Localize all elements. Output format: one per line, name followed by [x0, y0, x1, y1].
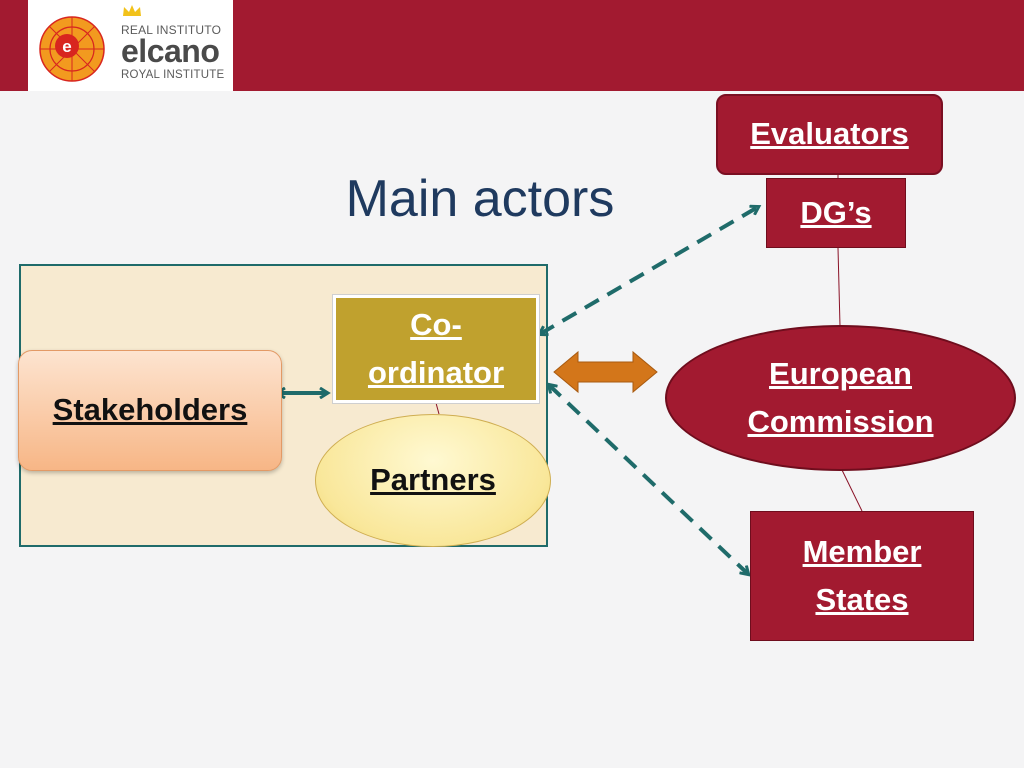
node-member-states-label-1: Member — [802, 534, 922, 569]
svg-text:e: e — [62, 37, 71, 56]
node-coordinator-label-2: ordinator — [367, 355, 505, 390]
logo-line-2: elcano — [121, 33, 220, 69]
connector-commission-member-states — [841, 469, 863, 512]
node-partners-label: Partners — [370, 462, 496, 498]
node-partners: Partners — [315, 414, 551, 547]
node-evaluators: Evaluators — [716, 94, 943, 175]
node-dgs: DG’s — [766, 178, 906, 248]
node-member-states: Member States — [750, 511, 974, 641]
node-stakeholders-label: Stakeholders — [52, 392, 248, 428]
node-stakeholders: Stakeholders — [18, 350, 282, 471]
elcano-logo: e REAL INSTITUTO elcano ROYAL INSTITUTE — [28, 0, 233, 91]
connector-coordinator-partners — [435, 402, 440, 415]
node-coordinator: Co- ordinator — [332, 294, 540, 404]
logo-line-1: REAL INSTITUTO — [121, 23, 222, 37]
arrow-coordinator-commission — [553, 350, 658, 394]
connector-dgs-commission — [837, 247, 841, 327]
node-european-commission-label-2: Commission — [747, 404, 934, 439]
node-evaluators-label: Evaluators — [750, 116, 909, 152]
arrow-coordinator-dgs — [540, 207, 758, 334]
arrow-coordinator-member-states — [549, 385, 748, 574]
node-dgs-label: DG’s — [800, 194, 872, 230]
node-member-states-label-2: States — [815, 582, 909, 617]
node-european-commission: European Commission — [665, 325, 1016, 471]
elcano-emblem-icon: e — [39, 5, 141, 82]
logo-line-3: ROYAL INSTITUTE — [121, 69, 225, 81]
node-coordinator-label-1: Co- — [410, 307, 462, 342]
node-european-commission-label-1: European — [769, 356, 912, 391]
